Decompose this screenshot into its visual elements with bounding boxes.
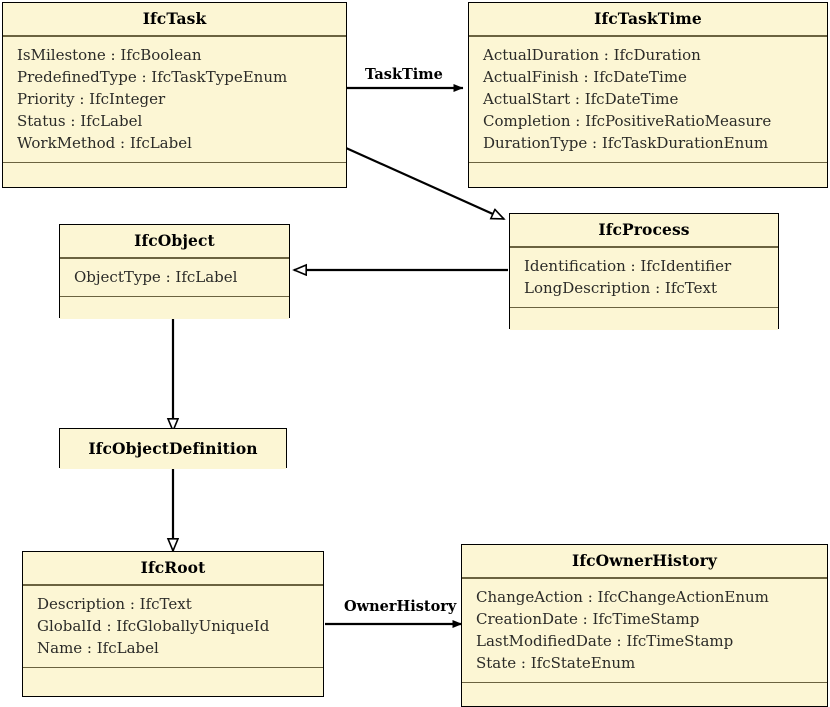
edge-label-tasktime: TaskTime xyxy=(365,66,443,83)
class-operations-ifc-process xyxy=(510,308,778,331)
compartment-separator xyxy=(510,246,778,248)
class-attributes-ifc-root: Description : IfcText GlobalId : IfcGlob… xyxy=(23,585,323,667)
compartment-separator xyxy=(462,681,827,684)
attribute-row: Name : IfcLabel xyxy=(37,638,159,657)
attribute-row: LastModifiedDate : IfcTimeStamp xyxy=(476,631,734,650)
class-operations-ifc-object xyxy=(60,297,289,320)
compartment-separator xyxy=(469,161,827,164)
attribute-row: PredefinedType : IfcTaskTypeEnum xyxy=(17,67,288,86)
attribute-row: ActualDuration : IfcDuration xyxy=(483,45,701,64)
class-box-ifc-task[interactable]: IfcTask IsMilestone : IfcBoolean Predefi… xyxy=(2,2,347,188)
compartment-separator xyxy=(60,295,289,298)
class-box-ifc-object-definition[interactable]: IfcObjectDefinition xyxy=(59,428,287,469)
class-attributes-ifc-task: IsMilestone : IfcBoolean PredefinedType … xyxy=(3,36,346,162)
attribute-row: State : IfcStateEnum xyxy=(476,653,636,672)
compartment-separator xyxy=(60,257,289,259)
compartment-separator xyxy=(3,35,346,37)
class-title-ifc-process: IfcProcess xyxy=(510,214,778,246)
attribute-row: Priority : IfcInteger xyxy=(17,89,166,108)
attribute-row: IsMilestone : IfcBoolean xyxy=(17,45,202,64)
compartment-separator xyxy=(3,161,346,164)
attribute-row: WorkMethod : IfcLabel xyxy=(17,133,192,152)
class-box-ifc-task-time[interactable]: IfcTaskTime ActualDuration : IfcDuration… xyxy=(468,2,828,188)
class-operations-ifc-root xyxy=(23,668,323,691)
attribute-row: ActualFinish : IfcDateTime xyxy=(483,67,687,86)
attribute-row: Identification : IfcIdentifier xyxy=(524,256,732,275)
class-operations-ifc-task xyxy=(3,163,346,186)
class-attributes-ifc-process: Identification : IfcIdentifier LongDescr… xyxy=(510,247,778,307)
attribute-row: ChangeAction : IfcChangeActionEnum xyxy=(476,587,769,606)
class-attributes-ifc-task-time: ActualDuration : IfcDuration ActualFinis… xyxy=(469,36,827,162)
class-title-ifc-object-definition: IfcObjectDefinition xyxy=(60,429,286,469)
attribute-row: DurationType : IfcTaskDurationEnum xyxy=(483,133,769,152)
attribute-row: Description : IfcText xyxy=(37,594,192,613)
attribute-row: Status : IfcLabel xyxy=(17,111,143,130)
class-attributes-ifc-object: ObjectType : IfcLabel xyxy=(60,258,289,296)
attribute-row: LongDescription : IfcText xyxy=(524,278,718,297)
attribute-row: Completion : IfcPositiveRatioMeasure xyxy=(483,111,772,130)
class-box-ifc-object[interactable]: IfcObject ObjectType : IfcLabel xyxy=(59,224,290,320)
class-operations-ifc-owner-history xyxy=(462,683,827,706)
class-operations-ifc-task-time xyxy=(469,163,827,186)
compartment-separator xyxy=(23,666,323,669)
class-attributes-ifc-owner-history: ChangeAction : IfcChangeActionEnum Creat… xyxy=(462,578,827,682)
class-box-ifc-process[interactable]: IfcProcess Identification : IfcIdentifie… xyxy=(509,213,779,331)
compartment-separator xyxy=(469,35,827,37)
compartment-separator xyxy=(462,577,827,579)
class-box-ifc-root[interactable]: IfcRoot Description : IfcText GlobalId :… xyxy=(22,551,324,697)
class-title-ifc-root: IfcRoot xyxy=(23,552,323,584)
compartment-separator xyxy=(23,584,323,586)
class-title-ifc-object: IfcObject xyxy=(60,225,289,257)
attribute-row: ActualStart : IfcDateTime xyxy=(483,89,679,108)
attribute-row: CreationDate : IfcTimeStamp xyxy=(476,609,700,628)
attribute-row: GlobalId : IfcGloballyUniqueId xyxy=(37,616,270,635)
class-title-ifc-task-time: IfcTaskTime xyxy=(469,3,827,35)
attribute-row: ObjectType : IfcLabel xyxy=(74,267,238,286)
class-title-ifc-owner-history: IfcOwnerHistory xyxy=(462,545,827,577)
class-title-ifc-task: IfcTask xyxy=(3,3,346,35)
compartment-separator xyxy=(510,306,778,309)
edge-label-ownerhistory: OwnerHistory xyxy=(344,598,457,615)
class-box-ifc-owner-history[interactable]: IfcOwnerHistory ChangeAction : IfcChange… xyxy=(461,544,828,707)
